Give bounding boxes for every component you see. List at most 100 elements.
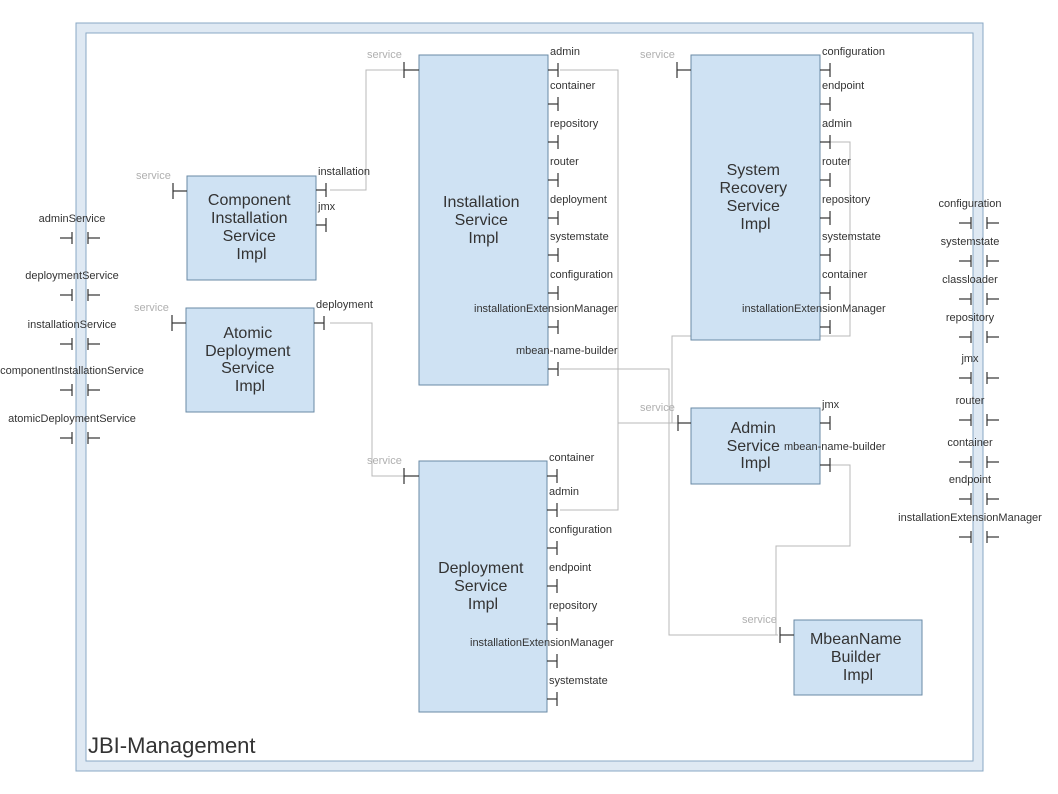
port-label: repository bbox=[822, 194, 871, 206]
left-interface-componentInstallationService: componentInstallationService bbox=[0, 365, 144, 396]
port-label: installationExtensionManager bbox=[474, 303, 618, 315]
interface-label: classloader bbox=[942, 274, 998, 286]
port-label: configuration bbox=[549, 524, 612, 536]
port-label: installation bbox=[318, 166, 370, 178]
interface-label: router bbox=[956, 395, 985, 407]
right-interface-classloader: classloader bbox=[942, 274, 999, 305]
service-port-recovery: service bbox=[640, 49, 691, 78]
port-component-installation: installation bbox=[316, 166, 370, 197]
service-port-mbean: service bbox=[742, 614, 794, 643]
port-installation-repository: repository bbox=[548, 118, 599, 149]
port-atomic-deployment: deployment bbox=[314, 299, 373, 330]
service-interfaces: service service service service service … bbox=[134, 49, 794, 643]
node-label: Admin Service Impl bbox=[727, 420, 785, 472]
external-interfaces: adminService deploymentService installatio… bbox=[0, 198, 1042, 543]
svg-text:service: service bbox=[367, 49, 402, 61]
port-deployment-systemstate: systemstate bbox=[547, 675, 608, 706]
reference-ports: installationjmxdeploymentadmincontainerr… bbox=[314, 46, 886, 706]
right-interface-endpoint: endpoint bbox=[949, 474, 999, 505]
node-system-recovery-service-impl[interactable]: System Recovery Service Impl bbox=[690, 54, 821, 341]
port-label: admin bbox=[550, 46, 580, 58]
right-interface-systemstate: systemstate bbox=[941, 236, 1000, 267]
port-label: configuration bbox=[550, 269, 613, 281]
port-recovery-admin: admin bbox=[820, 118, 852, 149]
node-label: Component Installation Service Impl bbox=[208, 192, 295, 263]
port-installation-mbean-name-builder: mbean-name-builder bbox=[516, 345, 618, 376]
service-port-deployment: service bbox=[367, 455, 419, 484]
right-interface-installationExtensionManager: installationExtensionManager bbox=[898, 512, 1042, 543]
diagram-title: JBI-Management bbox=[88, 733, 256, 758]
svg-text:service: service bbox=[742, 614, 777, 626]
port-deployment-container: container bbox=[547, 452, 595, 483]
interface-label: endpoint bbox=[949, 474, 991, 486]
node-atomic-deployment-service-impl[interactable]: Atomic Deployment Service Impl bbox=[185, 307, 315, 413]
port-label: endpoint bbox=[549, 562, 591, 574]
port-label: systemstate bbox=[549, 675, 608, 687]
right-interface-router: router bbox=[956, 395, 999, 426]
node-admin-service-impl[interactable]: Admin Service Impl bbox=[690, 407, 821, 485]
node-label: Deployment Service Impl bbox=[438, 560, 528, 613]
port-label: configuration bbox=[822, 46, 885, 58]
port-recovery-router: router bbox=[820, 156, 851, 187]
interface-label: installationExtensionManager bbox=[898, 512, 1042, 524]
port-deployment-configuration: configuration bbox=[547, 524, 612, 555]
svg-text:service: service bbox=[367, 455, 402, 467]
node-label: MbeanName Builder Impl bbox=[810, 631, 906, 684]
interface-label: installationService bbox=[28, 319, 117, 331]
port-label: router bbox=[822, 156, 851, 168]
port-installation-systemstate: systemstate bbox=[548, 231, 609, 262]
port-installation-installationExtensionManager: installationExtensionManager bbox=[474, 303, 618, 334]
left-interface-atomicDeploymentService: atomicDeploymentService bbox=[8, 413, 136, 444]
interface-label: configuration bbox=[939, 198, 1002, 210]
port-deployment-endpoint: endpoint bbox=[547, 562, 591, 593]
interface-label: systemstate bbox=[941, 236, 1000, 248]
svg-text:service: service bbox=[134, 302, 169, 314]
port-installation-admin: admin bbox=[548, 46, 580, 77]
port-component-jmx: jmx bbox=[316, 201, 336, 232]
port-label: endpoint bbox=[822, 80, 864, 92]
port-label: router bbox=[550, 156, 579, 168]
port-label: container bbox=[550, 80, 596, 92]
right-interface-container: container bbox=[947, 437, 999, 468]
left-interface-installationService: installationService bbox=[28, 319, 117, 350]
left-interface-adminService: adminService bbox=[39, 213, 106, 244]
port-admin-mbean-name-builder: mbean-name-builder bbox=[784, 441, 886, 472]
right-interface-jmx: jmx bbox=[959, 353, 999, 384]
port-label: installationExtensionManager bbox=[742, 303, 886, 315]
port-label: mbean-name-builder bbox=[784, 441, 886, 453]
port-installation-container: container bbox=[548, 80, 596, 111]
port-admin-jmx: jmx bbox=[820, 399, 840, 430]
service-port-admin: service bbox=[640, 402, 691, 431]
right-interface-repository: repository bbox=[946, 312, 999, 343]
interface-label: adminService bbox=[39, 213, 106, 225]
port-installation-configuration: configuration bbox=[548, 269, 613, 300]
wires bbox=[330, 69, 851, 636]
interface-label: repository bbox=[946, 312, 995, 324]
interface-label: container bbox=[947, 437, 993, 449]
port-label: jmx bbox=[821, 399, 840, 411]
service-port-component: service bbox=[136, 170, 187, 199]
port-label: container bbox=[822, 269, 868, 281]
svg-text:service: service bbox=[640, 402, 675, 414]
port-label: repository bbox=[550, 118, 599, 130]
port-label: systemstate bbox=[822, 231, 881, 243]
port-label: mbean-name-builder bbox=[516, 345, 618, 357]
port-label: deployment bbox=[316, 299, 373, 311]
port-label: systemstate bbox=[550, 231, 609, 243]
node-component-installation-service-impl[interactable]: Component Installation Service Impl bbox=[186, 175, 317, 281]
service-port-installation: service bbox=[367, 49, 419, 78]
port-recovery-systemstate: systemstate bbox=[820, 231, 881, 262]
port-deployment-admin: admin bbox=[547, 486, 579, 517]
node-installation-service-impl[interactable]: Installation Service Impl bbox=[418, 54, 549, 386]
port-installation-deployment: deployment bbox=[548, 194, 607, 225]
node-deployment-service-impl[interactable]: Deployment Service Impl bbox=[418, 460, 548, 713]
node-mbeanname-builder-impl[interactable]: MbeanName Builder Impl bbox=[793, 619, 923, 696]
port-recovery-container: container bbox=[820, 269, 868, 300]
port-recovery-repository: repository bbox=[820, 194, 871, 225]
interface-label: atomicDeploymentService bbox=[8, 413, 136, 425]
port-recovery-configuration: configuration bbox=[820, 46, 885, 77]
interface-label: deploymentService bbox=[25, 270, 119, 282]
right-interface-configuration: configuration bbox=[939, 198, 1002, 229]
interface-label: componentInstallationService bbox=[0, 365, 144, 377]
